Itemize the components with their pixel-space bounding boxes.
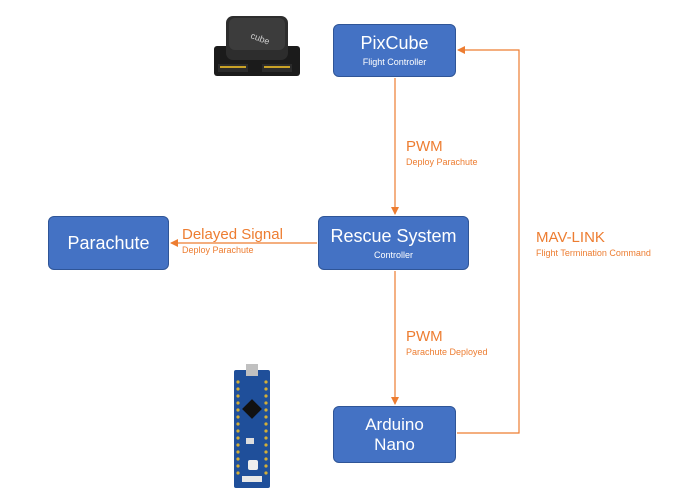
pixcube-subtitle: Flight Controller bbox=[362, 57, 427, 67]
pixcube-image: cube bbox=[214, 16, 300, 76]
edge-arduino-to-pixcube bbox=[457, 46, 520, 434]
parachute-node: Parachute bbox=[48, 216, 169, 270]
edge-label-pwm-deploy: PWM Deploy Parachute bbox=[406, 138, 478, 168]
parachute-title: Parachute bbox=[67, 232, 150, 253]
arduino-nano-node: Arduino Nano bbox=[333, 406, 456, 463]
arduino-title-line2: Nano bbox=[374, 434, 415, 454]
edge-label-delayed-signal-subtitle: Deploy Parachute bbox=[182, 245, 254, 255]
edge-label-delayed-signal-title: Delayed Signal bbox=[182, 226, 283, 243]
edge-label-pwm-deploy-subtitle: Deploy Parachute bbox=[406, 157, 478, 167]
pixcube-node: PixCube Flight Controller bbox=[333, 24, 456, 77]
edge-label-pwm-deployed-subtitle: Parachute Deployed bbox=[406, 347, 488, 357]
edge-label-mavlink-subtitle: Flight Termination Command bbox=[536, 248, 651, 258]
rescue-system-title: Rescue System bbox=[330, 225, 457, 246]
edge-label-mavlink-title: MAV-LINK bbox=[536, 229, 605, 246]
edge-label-delayed-signal: Delayed Signal Deploy Parachute bbox=[182, 226, 283, 256]
pixcube-title: PixCube bbox=[360, 33, 429, 53]
arduino-nano-image bbox=[234, 364, 270, 488]
edge-label-pwm-deploy-title: PWM bbox=[406, 138, 443, 155]
edge-label-pwm-deployed-title: PWM bbox=[406, 328, 443, 345]
edge-label-mavlink: MAV-LINK Flight Termination Command bbox=[536, 229, 651, 259]
arduino-title-line1: Arduino bbox=[365, 414, 424, 434]
rescue-system-subtitle: Controller bbox=[373, 249, 413, 260]
edge-label-pwm-deployed: PWM Parachute Deployed bbox=[406, 328, 488, 358]
rescue-system-node: Rescue System Controller bbox=[318, 216, 469, 270]
